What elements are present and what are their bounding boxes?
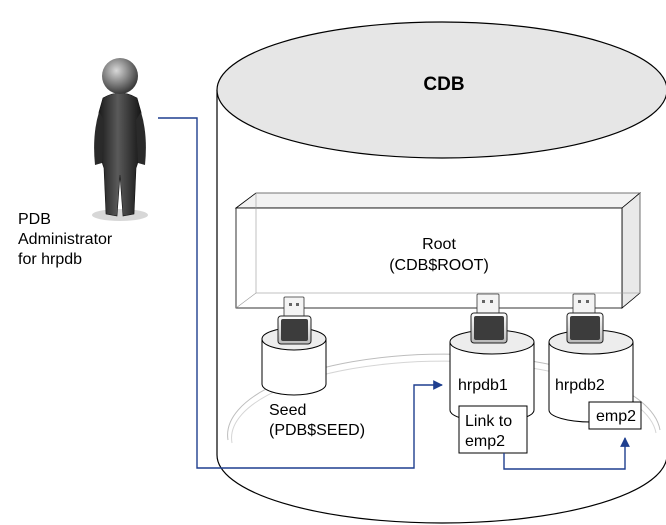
cdb-label: CDB (423, 74, 464, 95)
admin-line3: for hrpdb (18, 251, 82, 268)
seed-plug-icon (277, 296, 312, 345)
admin-to-hrpdb1-connector (158, 117, 443, 469)
hrpdb2-name: hrpdb2 (555, 377, 605, 394)
administrator-person-icon (92, 58, 148, 221)
hrpdb1-plug-icon (470, 293, 508, 344)
hrpdb2-plug-icon (566, 293, 604, 344)
seed-name: Seed (269, 402, 306, 419)
root-id: (CDB$ROOT) (389, 257, 489, 274)
hrpdb1-link-note (458, 405, 528, 454)
seed-id: (PDB$SEED) (269, 422, 365, 439)
hrpdb2-emp2-note (588, 401, 642, 430)
hrpdb2-note: emp2 (596, 408, 636, 425)
link-to-emp2-connector (503, 437, 630, 470)
root-name: Root (422, 236, 456, 253)
root-container (234, 192, 642, 309)
hrpdb1-note-line1: Link to (465, 413, 512, 430)
hrpdb1-note-line2: emp2 (465, 433, 505, 450)
hrpdb1-name: hrpdb1 (458, 377, 508, 394)
admin-line1: PDB (18, 211, 51, 228)
admin-line2: Administrator (18, 231, 113, 248)
